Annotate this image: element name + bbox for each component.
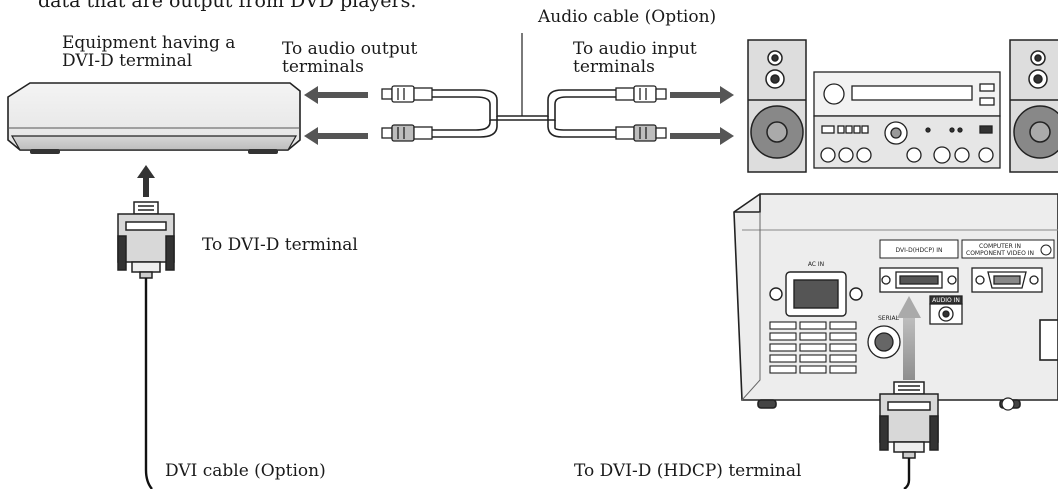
- rca-plug-left-bottom: [381, 124, 433, 142]
- right-arrow-bottom: [670, 127, 734, 145]
- intro-text-partial: data that are output from DVD players.: [38, 0, 417, 12]
- projector-vents: [769, 321, 857, 374]
- projector: [733, 193, 1058, 409]
- audio-cable-label: Audio cable (Option): [538, 7, 717, 27]
- panel-serial-label: SERIAL: [878, 315, 900, 322]
- dvi-cable-label: DVI cable (Option): [165, 461, 326, 481]
- audio-output-label: To audio output terminals: [282, 39, 418, 77]
- panel-label-boxes: DVI-D(HDCP) IN COMPUTER IN COMPONENT VID…: [879, 239, 1055, 259]
- dvi-connector-left: [117, 201, 175, 279]
- stereo-amplifier: [813, 71, 1001, 169]
- rca-plug-right-bottom: [615, 124, 667, 142]
- panel-component-in-label: COMPONENT VIDEO IN: [966, 250, 1034, 257]
- up-arrow-projector: [897, 296, 921, 380]
- right-arrow-top: [670, 86, 734, 104]
- left-arrow-top: [304, 86, 368, 104]
- dvi-d-hdcp-terminal-label: To DVI-D (HDCP) terminal: [574, 461, 802, 481]
- rca-plug-right-top: [615, 85, 667, 103]
- dvi-connector-right: [879, 381, 939, 459]
- serial-port: SERIAL: [867, 315, 901, 359]
- audio-in-port: AUDIO IN: [929, 295, 963, 325]
- vga-port-projector: [971, 267, 1043, 293]
- audio-input-label: To audio input terminals: [573, 39, 697, 77]
- audio-cable: [430, 33, 618, 138]
- dvi-cable-line: [144, 278, 153, 489]
- panel-dvi-in-label: DVI-D(HDCP) IN: [896, 247, 943, 254]
- panel-computer-in-label: COMPUTER IN: [979, 243, 1021, 250]
- dvi-port-projector: [879, 267, 959, 293]
- dvi-cable-line-right: [903, 458, 911, 489]
- up-arrow-equipment: [137, 165, 155, 197]
- speaker-right: [1009, 39, 1058, 173]
- ac-inlet: AC IN: [769, 261, 863, 317]
- equipment-box: [7, 82, 301, 154]
- speaker-left: [747, 39, 807, 173]
- panel-audio-in-label: AUDIO IN: [932, 297, 960, 304]
- left-arrow-bottom: [304, 127, 368, 145]
- panel-ac-in-label: AC IN: [808, 261, 824, 268]
- dvi-d-terminal-label: To DVI-D terminal: [202, 235, 358, 255]
- rca-plug-left-top: [381, 85, 433, 103]
- equipment-label: Equipment having a DVI-D terminal: [62, 33, 236, 71]
